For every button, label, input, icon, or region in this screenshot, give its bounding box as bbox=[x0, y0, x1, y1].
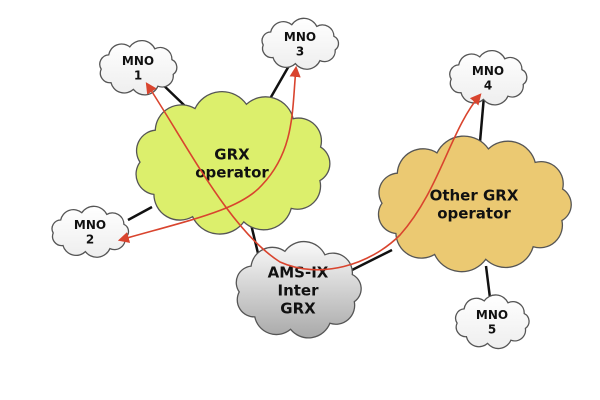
cloud-shape bbox=[51, 205, 130, 258]
link-other-mno4 bbox=[478, 95, 486, 143]
cloud-label: MNO bbox=[284, 30, 316, 44]
cloud-shape bbox=[377, 135, 572, 273]
cloud-label: 5 bbox=[488, 322, 496, 336]
cloud-label: operator bbox=[437, 204, 511, 222]
cloud-label: GRX bbox=[214, 145, 250, 163]
cloud-label: AMS-IX bbox=[268, 263, 329, 281]
cloud-shape bbox=[454, 294, 530, 350]
link-mno2-grx bbox=[127, 205, 153, 222]
cloud-label: 1 bbox=[134, 68, 142, 82]
cloud-label: 4 bbox=[484, 78, 492, 92]
cloud-label: MNO bbox=[122, 54, 154, 68]
cloud-label: GRX bbox=[280, 299, 316, 317]
link-amsix-other bbox=[351, 248, 393, 272]
cloud-label: MNO bbox=[476, 308, 508, 322]
flow-mno2-mno3 bbox=[117, 65, 301, 243]
cloud-shape bbox=[261, 17, 340, 70]
cloud-shape bbox=[235, 240, 362, 339]
cloud-label: MNO bbox=[74, 218, 106, 232]
cloud-label: Other GRX bbox=[430, 186, 519, 204]
cloud-label: Inter bbox=[277, 281, 319, 299]
cloud-label: 3 bbox=[296, 44, 304, 58]
flow-mno1-mno4 bbox=[145, 82, 482, 271]
cloud-label: MNO bbox=[472, 64, 504, 78]
flows-layer bbox=[117, 65, 482, 271]
cloud-label: 2 bbox=[86, 232, 94, 246]
